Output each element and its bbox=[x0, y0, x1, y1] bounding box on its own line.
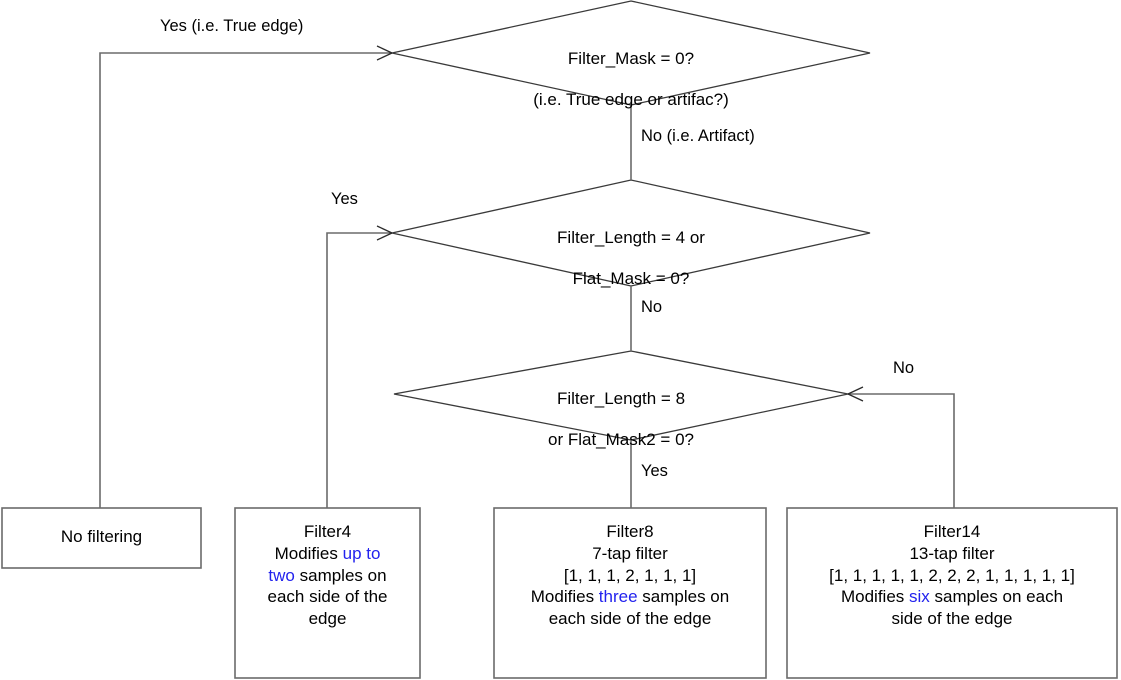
terminal-text-line: two samples on bbox=[237, 565, 418, 587]
terminal-text-line: [1, 1, 1, 2, 1, 1, 1] bbox=[496, 565, 764, 587]
terminal-text-line: edge bbox=[237, 608, 418, 630]
plain-text: Filter4 bbox=[303, 522, 352, 541]
edge-label-no-artifact: No (i.e. Artifact) bbox=[641, 127, 755, 145]
highlighted-text: three bbox=[598, 587, 638, 607]
decision-diamond-filter-mask[interactable] bbox=[391, 0, 871, 106]
connector-yes-true-edge bbox=[99, 52, 392, 508]
terminal-text-line: each side of the bbox=[237, 586, 418, 608]
plain-text: Modifies bbox=[840, 587, 909, 607]
plain-text: 13-tap filter bbox=[909, 543, 995, 563]
terminal-text-line: Modifies three samples on bbox=[496, 586, 764, 608]
plain-text: samples on bbox=[637, 587, 730, 607]
edge-label-no-filter14: No bbox=[893, 359, 915, 377]
terminal-text-line: Modifies six samples on each bbox=[789, 586, 1115, 608]
terminal-box-filter4[interactable] bbox=[234, 507, 421, 679]
terminal-text-line: Modifies up to bbox=[237, 543, 418, 565]
terminal-box-filter14[interactable] bbox=[786, 507, 1118, 679]
decision-diamond-filter-length-8[interactable] bbox=[393, 350, 849, 441]
edge-label-yes-true-edge: Yes (i.e. True edge) bbox=[160, 17, 304, 35]
plain-text: No filtering bbox=[60, 527, 143, 546]
highlighted-text: two bbox=[268, 565, 295, 585]
plain-text: samples on each bbox=[929, 587, 1064, 607]
plain-text: 7-tap filter bbox=[592, 543, 668, 563]
connector-yes-filter4 bbox=[326, 232, 392, 508]
arrowhead-no-filter14 bbox=[847, 386, 864, 402]
plain-text: side of the edge bbox=[891, 609, 1013, 628]
plain-text: Filter8 bbox=[606, 522, 654, 541]
terminal-text-line: Filter8 bbox=[496, 521, 764, 543]
edge-label-no-to-third: No bbox=[641, 298, 663, 316]
plain-text: each side of the bbox=[267, 587, 388, 607]
plain-text: Modifies bbox=[530, 587, 599, 607]
terminal-text-line: Filter4 bbox=[237, 521, 418, 543]
edge-label-yes-filter4: Yes bbox=[331, 190, 358, 208]
plain-text: Filter14 bbox=[923, 522, 981, 541]
terminal-text-line: [1, 1, 1, 1, 1, 2, 2, 2, 1, 1, 1, 1, 1] bbox=[789, 565, 1115, 587]
arrowhead-yes-true-edge bbox=[376, 45, 393, 61]
highlighted-text: six bbox=[909, 587, 930, 607]
terminal-text-no-filtering: No filtering bbox=[2, 526, 201, 548]
terminal-box-no-filtering[interactable] bbox=[1, 507, 202, 569]
terminal-text-filter14: Filter14 13-tap filter[1, 1, 1, 1, 1, 2, … bbox=[789, 521, 1115, 630]
arrowhead-yes-filter4 bbox=[376, 225, 393, 241]
connector-no-filter14 bbox=[848, 393, 955, 508]
terminal-box-filter8[interactable] bbox=[493, 507, 767, 679]
terminal-text-line: side of the edge bbox=[789, 608, 1115, 630]
decision-diamond-filter-length-4[interactable] bbox=[391, 179, 871, 287]
edge-label-yes-filter8: Yes bbox=[641, 462, 668, 480]
plain-text: each side of the edge bbox=[548, 609, 712, 628]
plain-text: [1, 1, 1, 1, 1, 2, 2, 2, 1, 1, 1, 1, 1] bbox=[829, 565, 1075, 585]
terminal-text-line: No filtering bbox=[2, 526, 201, 548]
plain-text: Modifies bbox=[274, 543, 343, 563]
terminal-text-line: 13-tap filter bbox=[789, 543, 1115, 565]
plain-text: edge bbox=[308, 609, 347, 628]
terminal-text-line: Filter14 bbox=[789, 521, 1115, 543]
terminal-text-line: each side of the edge bbox=[496, 608, 764, 630]
terminal-text-filter8: Filter8 7-tap filter[1, 1, 1, 2, 1, 1, 1]… bbox=[496, 521, 764, 630]
plain-text: [1, 1, 1, 2, 1, 1, 1] bbox=[563, 565, 697, 585]
highlighted-text: up to bbox=[342, 543, 381, 563]
plain-text: samples on bbox=[294, 565, 387, 585]
terminal-text-line: 7-tap filter bbox=[496, 543, 764, 565]
